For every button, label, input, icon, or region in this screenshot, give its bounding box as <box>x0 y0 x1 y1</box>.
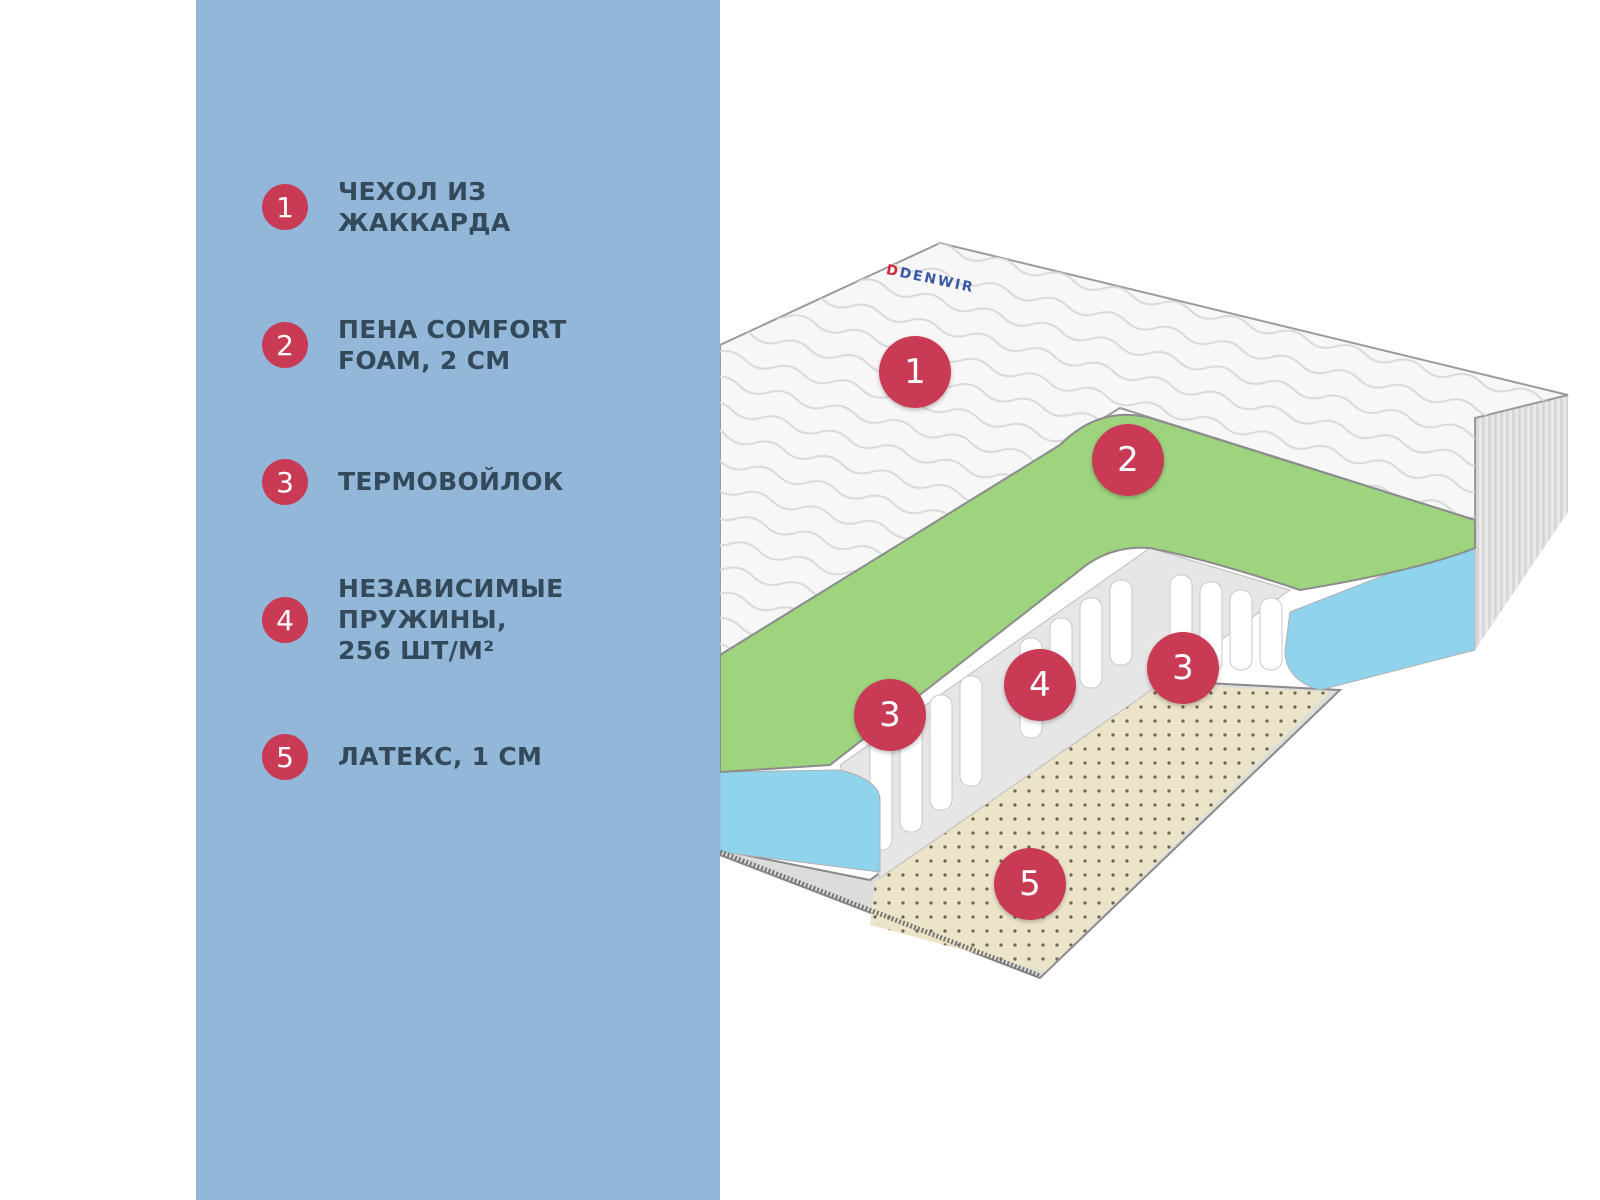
legend-label: ТЕРМОВОЙЛОК <box>338 467 564 496</box>
legend-item-felt: 3 ТЕРМОВОЙЛОК <box>262 459 563 505</box>
marker-felt-left: 3 <box>854 679 926 751</box>
mattress-cutaway-illustration <box>720 241 1569 980</box>
marker-felt-right: 3 <box>1147 632 1219 704</box>
number-badge: 3 <box>262 459 308 505</box>
legend-label: ЧЕХОЛ ИЗ ЖАККАРДА <box>338 177 511 237</box>
number-badge: 5 <box>262 734 308 780</box>
legend-item-latex: 5 ЛАТЕКС, 1 СМ <box>262 734 542 780</box>
legend-item-cover: 1 ЧЕХОЛ ИЗ ЖАККАРДА <box>262 177 510 237</box>
side-foam-left <box>720 769 881 873</box>
marker-latex: 5 <box>994 848 1066 920</box>
legend-item-springs: 4 НЕЗАВИСИМЫЕ ПРУЖИНЫ, 256 ШТ/М² <box>262 574 563 665</box>
marker-foam: 2 <box>1092 424 1164 496</box>
number-badge: 1 <box>262 184 308 230</box>
legend-label: ЛАТЕКС, 1 СМ <box>338 742 543 771</box>
side-foam-right <box>1284 539 1476 691</box>
marker-cover: 1 <box>879 336 951 408</box>
comfort-foam-layer <box>720 413 1476 774</box>
number-badge: 2 <box>262 322 308 368</box>
legend-label: ПЕНА COMFORT FOAM, 2 CM <box>338 315 567 375</box>
marker-springs: 4 <box>1004 649 1076 721</box>
legend-item-foam: 2 ПЕНА COMFORT FOAM, 2 CM <box>262 315 566 375</box>
number-badge: 4 <box>262 597 308 643</box>
legend-label: НЕЗАВИСИМЫЕ ПРУЖИНЫ, 256 ШТ/М² <box>338 574 564 665</box>
